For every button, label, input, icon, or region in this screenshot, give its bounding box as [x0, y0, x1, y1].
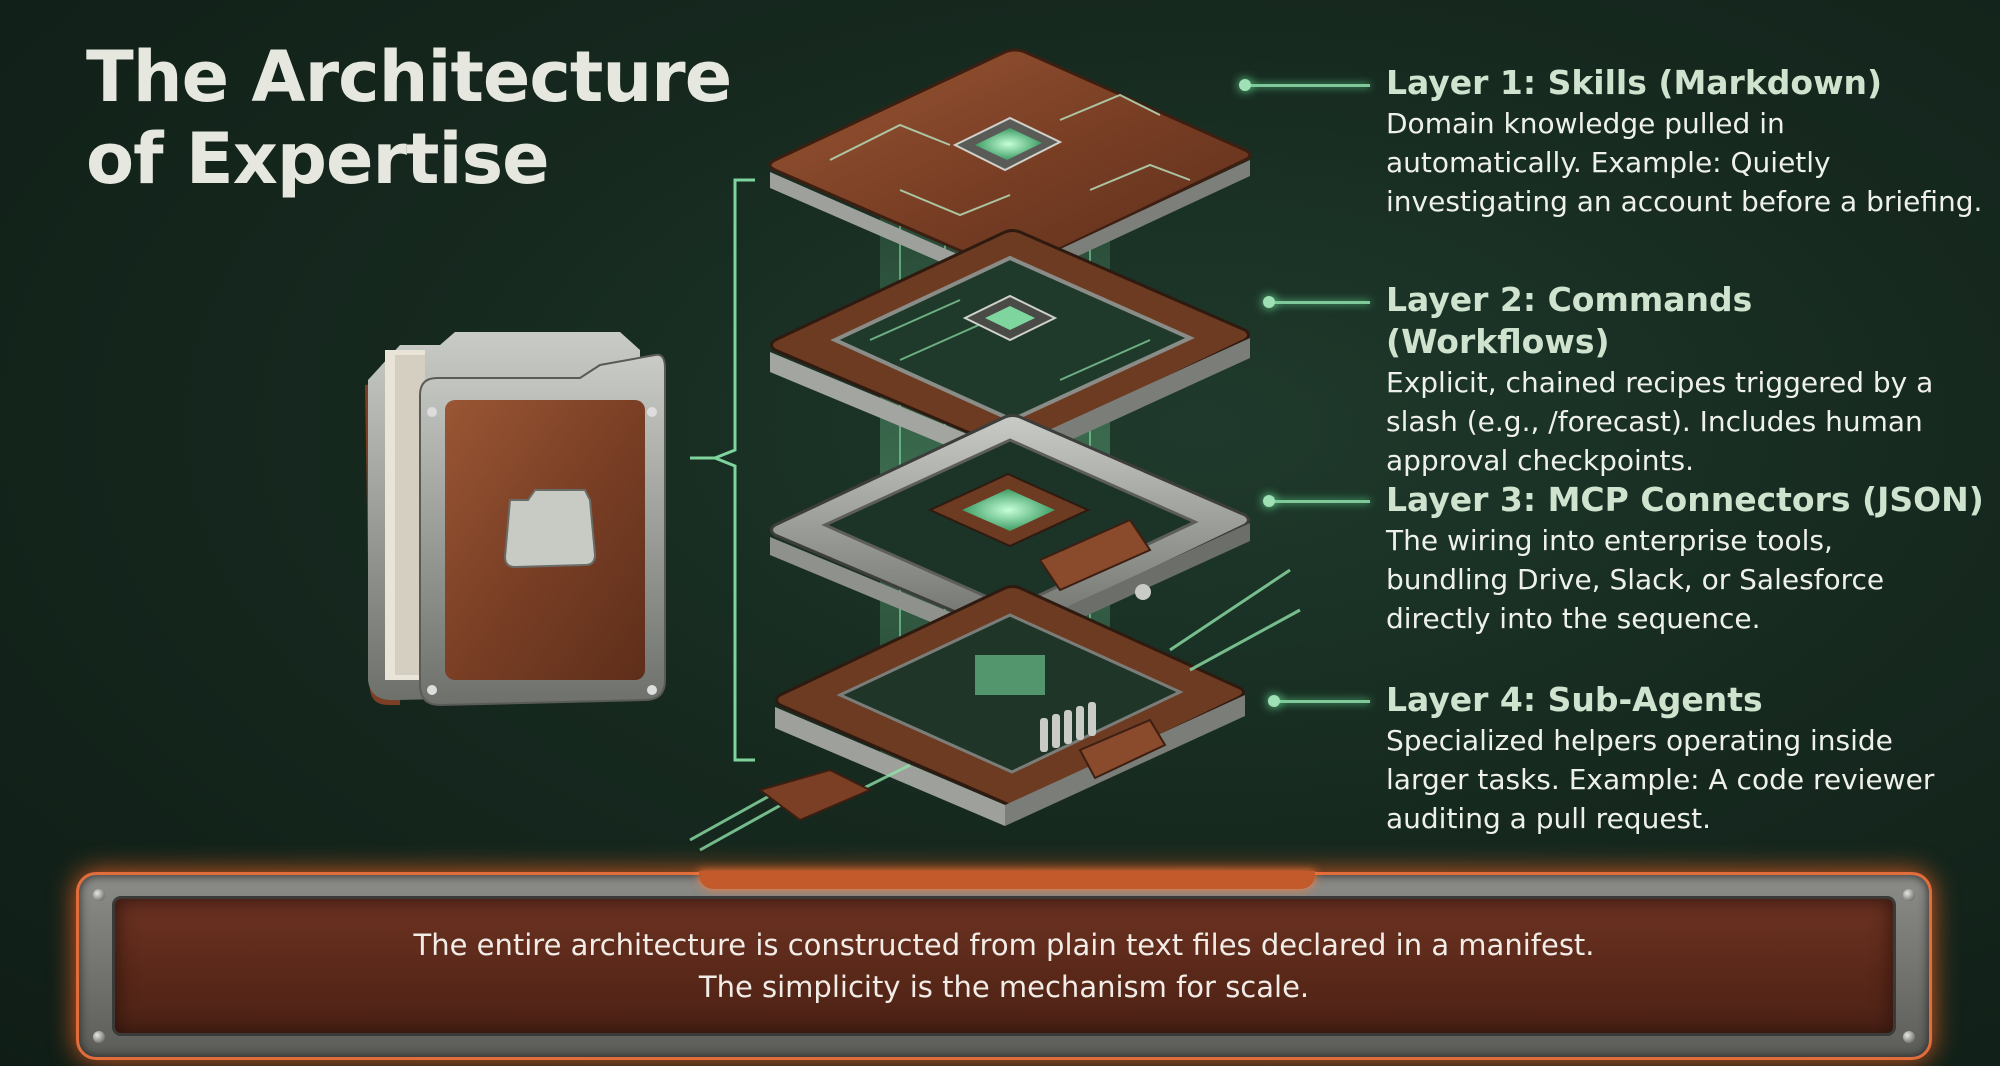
- connector-layer-1: [1239, 79, 1370, 91]
- connector-layer-3: [1263, 495, 1370, 507]
- banner-line-1: The entire architecture is constructed f…: [413, 928, 1595, 962]
- page-title: The Architecture of Expertise: [86, 36, 732, 200]
- layer-1-title: Layer 1: Skills (Markdown): [1386, 63, 1883, 102]
- layer-1-desc-line: Domain knowledge pulled in: [1386, 107, 1785, 140]
- layer-2-desc-line: slash (e.g., /forecast). Includes human: [1386, 405, 1923, 438]
- layer-4-desc-line: auditing a pull request.: [1386, 802, 1712, 835]
- layer-3-title: Layer 3: MCP Connectors (JSON): [1386, 480, 1984, 519]
- layer-4-base: [689, 568, 1301, 852]
- connector-layer-4: [1268, 695, 1370, 707]
- layer-4-title: Layer 4: Sub-Agents: [1386, 680, 1763, 719]
- layer-3-desc-line: The wiring into enterprise tools,: [1386, 524, 1833, 557]
- title-line-2: of Expertise: [86, 118, 550, 200]
- rivet-icon: [93, 1031, 105, 1043]
- connector-layer-2: [1263, 296, 1370, 308]
- title-line-1: The Architecture: [86, 36, 732, 118]
- layer-3-desc-line: directly into the sequence.: [1386, 602, 1761, 635]
- folder-icon: [365, 332, 666, 707]
- layer-1-desc-line: investigating an account before a briefi…: [1386, 185, 1983, 218]
- rivet-icon: [1903, 1031, 1915, 1043]
- banner-line-2: The simplicity is the mechanism for scal…: [698, 970, 1310, 1004]
- stack-bracket: [690, 178, 755, 762]
- summary-banner: The entire architecture is constructed f…: [76, 871, 1932, 1060]
- layer-2-label: Layer 2: Commands (Workflows) Explicit, …: [1386, 279, 1986, 480]
- layer-4-desc-line: Specialized helpers operating inside: [1386, 724, 1893, 757]
- banner-panel: The entire architecture is constructed f…: [115, 899, 1893, 1033]
- layer-2-title: Layer 2: Commands (Workflows): [1386, 280, 1753, 361]
- layer-3-desc-line: bundling Drive, Slack, or Salesforce: [1386, 563, 1885, 596]
- layer-4-label: Layer 4: Sub-Agents Specialized helpers …: [1386, 679, 1986, 838]
- layer-1-desc-line: automatically. Example: Quietly: [1386, 146, 1831, 179]
- layer-1-label: Layer 1: Skills (Markdown) Domain knowle…: [1386, 62, 1986, 221]
- layer-3-label: Layer 3: MCP Connectors (JSON) The wirin…: [1386, 479, 1986, 638]
- layer-2-desc-line: approval checkpoints.: [1386, 444, 1695, 477]
- rivet-icon: [1903, 889, 1915, 901]
- layer-3-frame: [770, 414, 1250, 653]
- rivet-icon: [93, 889, 105, 901]
- layer-2-desc-line: Explicit, chained recipes triggered by a: [1386, 366, 1934, 399]
- layer-4-desc-line: larger tasks. Example: A code reviewer: [1386, 763, 1935, 796]
- banner-notch: [699, 871, 1315, 889]
